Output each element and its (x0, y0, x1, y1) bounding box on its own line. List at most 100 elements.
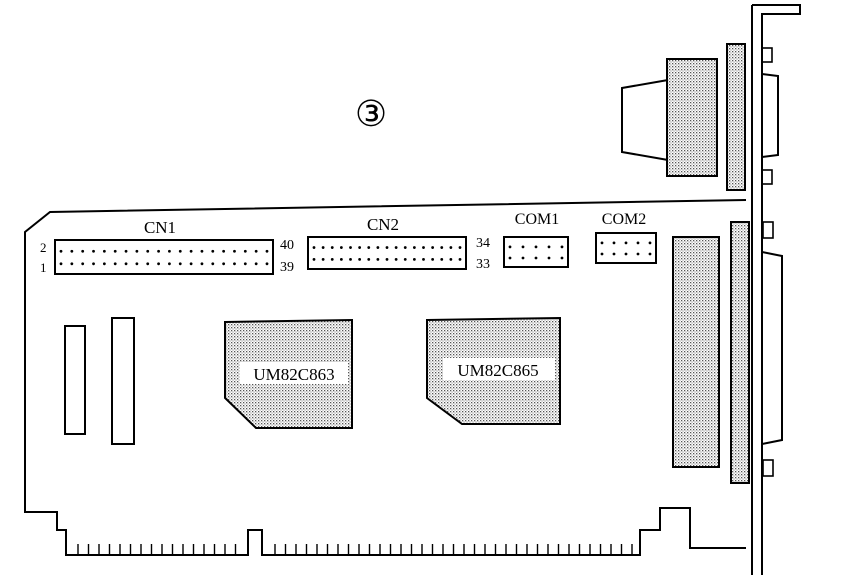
cn2-pin (440, 246, 444, 249)
cn2-pin (321, 258, 325, 261)
cn1-pin (146, 249, 150, 253)
cn2-pin (458, 246, 462, 249)
com1-body (503, 236, 569, 268)
com1-pin (508, 256, 512, 260)
chip-um82c865: UM82C865 (426, 316, 561, 425)
db25-connector (672, 221, 783, 484)
com2-pin (648, 252, 652, 256)
cn1-label: CN1 (144, 218, 176, 237)
cn1-pin (102, 249, 106, 253)
cn2-pin (376, 246, 380, 249)
cn2-label: CN2 (367, 215, 399, 234)
cn2-pin (367, 246, 371, 249)
cn1-pin (113, 249, 117, 253)
cn2-pin (458, 258, 462, 261)
com2-body (595, 232, 657, 264)
com1-label: COM1 (515, 211, 559, 228)
cn2-pin (403, 246, 407, 249)
cn1-pin (146, 262, 150, 266)
cn2-pin (358, 246, 362, 249)
cn1-pin-1-label: 1 (40, 260, 47, 275)
cn1-pin (233, 262, 236, 266)
com1-pin (521, 245, 525, 249)
cn2-pin (349, 246, 352, 249)
cn2-header (307, 236, 467, 270)
com1-header (503, 236, 569, 268)
com1-pin (521, 256, 525, 260)
cn1-header (54, 239, 274, 275)
cn2-pin (385, 246, 389, 249)
cn1-pin (233, 249, 236, 253)
cn1-body (54, 239, 274, 275)
cn2-pin (394, 258, 398, 261)
cn2-pin (449, 258, 453, 261)
chip-um82c863-label: UM82C863 (253, 365, 334, 384)
component-left-2 (111, 317, 135, 445)
edge-connector-fingers (77, 544, 633, 555)
cn1-pin (168, 262, 171, 266)
cn1-pin-2-label: 2 (40, 240, 47, 255)
com2-pin (636, 252, 640, 256)
com1-pin (560, 245, 564, 249)
cn2-pin (330, 246, 334, 249)
chip-um82c865-label: UM82C865 (457, 361, 538, 380)
cn1-pin (59, 249, 63, 253)
cn1-pin (189, 262, 193, 266)
com1-pin (547, 256, 551, 260)
cn2-pin (321, 246, 325, 249)
cn1-pin (243, 249, 247, 253)
com1-pin (560, 256, 564, 260)
cn1-pin (178, 249, 182, 253)
com2-pin (624, 241, 628, 245)
cn1-pin (211, 262, 215, 266)
cn1-pin (265, 249, 269, 253)
com1-pin (547, 245, 551, 249)
cn2-pin (367, 258, 371, 261)
cn2-pin-33-label: 33 (476, 257, 490, 272)
cn1-pin (135, 249, 139, 253)
cn1-pin (243, 262, 247, 266)
pcb-outline (24, 199, 747, 556)
cn2-pin (403, 258, 407, 261)
cn2-pin (449, 246, 453, 249)
cn2-pin (339, 258, 343, 261)
com1-pin (534, 256, 538, 260)
cn1-pin (135, 262, 139, 266)
component-left-1 (64, 325, 86, 435)
cn2-pin (431, 258, 435, 261)
cn1-pin (124, 249, 128, 253)
cn1-pin (254, 249, 258, 253)
cn1-pin (254, 262, 258, 266)
com2-header (595, 232, 657, 264)
cn2-pin (376, 258, 380, 261)
cn2-pin (385, 258, 389, 261)
db9-connector (621, 43, 779, 191)
cn2-pin (440, 258, 444, 261)
cn1-pin-40-label: 40 (280, 238, 294, 253)
cn1-pin (178, 262, 182, 266)
com2-label: COM2 (602, 211, 646, 228)
figure-number: ③ (355, 94, 387, 134)
cn1-pin (189, 249, 193, 253)
cn1-pin (59, 262, 63, 266)
cn1-pin (200, 262, 204, 266)
mounting-bracket (751, 4, 801, 575)
cn2-pin (358, 258, 362, 261)
cn2-pin (431, 246, 435, 249)
cn1-pin (81, 249, 85, 253)
cn2-pin (312, 258, 316, 261)
cn2-pin (422, 258, 425, 261)
com2-pin (600, 252, 604, 256)
cn2-pin (412, 246, 416, 249)
cn1-pin (168, 249, 171, 253)
cn1-pin (102, 262, 106, 266)
com2-pin (612, 241, 616, 245)
cn1-pin (70, 262, 74, 266)
cn1-pin (200, 249, 204, 253)
cn2-pin (312, 246, 316, 249)
cn1-pin (157, 262, 160, 266)
cn1-pin (222, 262, 226, 266)
cn2-pin (349, 258, 352, 261)
cn1-pin (92, 262, 95, 266)
